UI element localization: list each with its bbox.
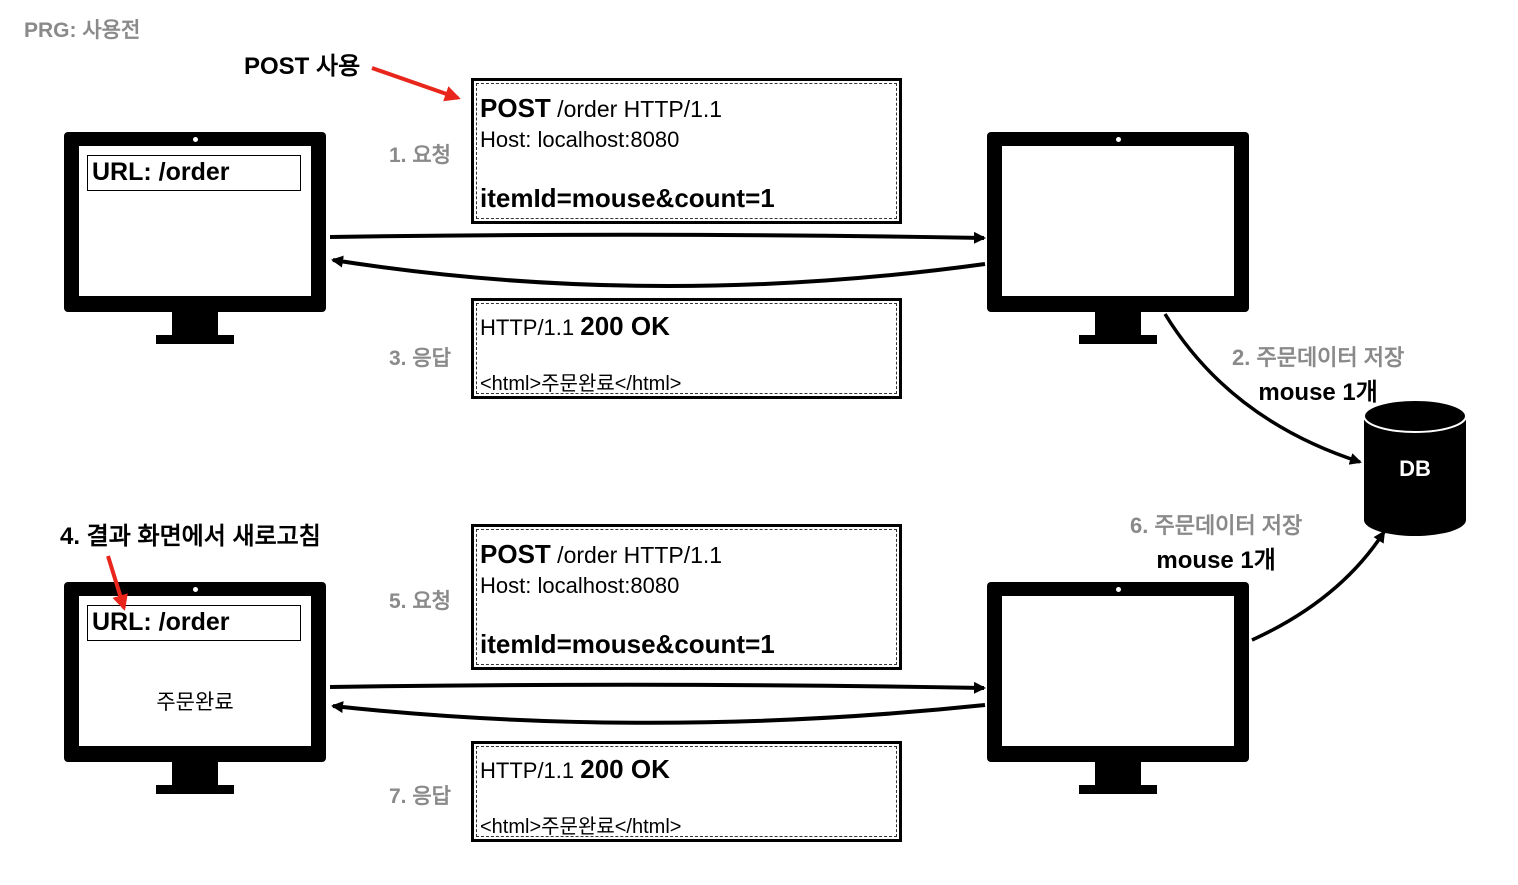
step-1-label: 1. 요청 — [389, 144, 451, 167]
host-header: Host: localhost:8080 — [480, 573, 680, 598]
monitor-bezel: URL: /order 주문완료 — [64, 582, 326, 762]
db-arrow-2 — [1251, 530, 1386, 642]
page-content: 주문완료 — [156, 691, 234, 714]
status-line: HTTP/1.1 200 OK — [480, 311, 670, 342]
request-line: POST /order HTTP/1.1 — [480, 93, 722, 124]
refresh-callout-arrow — [106, 555, 128, 611]
monitor-bezel — [987, 582, 1249, 762]
response-arrow-1 — [331, 255, 986, 289]
monitor-stand-foot — [156, 785, 234, 794]
camera-dot — [1116, 137, 1121, 142]
response-arrow-2 — [331, 701, 986, 725]
server-screen — [1002, 146, 1234, 296]
request-arrow-1 — [329, 231, 986, 244]
server-monitor-bottom — [987, 582, 1249, 794]
post-use-callout: POST 사용 — [244, 53, 361, 80]
db-arrow-1 — [1163, 313, 1362, 465]
http-method: POST — [480, 93, 551, 123]
camera-dot — [193, 587, 198, 592]
step-5-label: 5. 요청 — [389, 590, 451, 613]
response-message-2: HTTP/1.1 200 OK <html>주문완료</html> — [471, 741, 902, 842]
request-message-1: POST /order HTTP/1.1 Host: localhost:808… — [471, 78, 902, 224]
step-3-label: 3. 응답 — [389, 347, 451, 370]
status-line: HTTP/1.1 200 OK — [480, 754, 670, 785]
request-arrow-2 — [329, 681, 986, 694]
monitor-bezel: URL: /order — [64, 132, 326, 312]
status-code: 200 OK — [580, 311, 670, 341]
request-body: itemId=mouse&count=1 — [480, 629, 775, 659]
url-bar[interactable]: URL: /order — [87, 605, 301, 641]
server-screen — [1002, 596, 1234, 746]
http-method: POST — [480, 539, 551, 569]
camera-dot — [193, 137, 198, 142]
step-7-label: 7. 응답 — [389, 785, 451, 808]
browser-screen: URL: /order — [79, 146, 311, 296]
monitor-stand-foot — [1079, 785, 1157, 794]
request-body: itemId=mouse&count=1 — [480, 183, 775, 213]
monitor-stand-neck — [172, 312, 218, 336]
store-quantity: mouse 1개 — [1156, 547, 1276, 574]
client-monitor-bottom: URL: /order 주문완료 — [64, 582, 326, 794]
request-target: /order HTTP/1.1 — [550, 96, 723, 122]
http-version: HTTP/1.1 — [480, 758, 581, 783]
monitor-stand-neck — [1095, 762, 1141, 786]
monitor-stand-neck — [1095, 312, 1141, 336]
browser-screen: URL: /order 주문완료 — [79, 596, 311, 746]
monitor-stand-foot — [156, 335, 234, 344]
database: DB — [1364, 398, 1466, 536]
store-label-1: 2. 주문데이터 저장 mouse 1개 — [1232, 340, 1404, 407]
server-monitor-top — [987, 132, 1249, 344]
post-callout-arrow — [371, 66, 461, 102]
response-body: <html>주문완료</html> — [480, 816, 682, 838]
page-title: PRG: 사용전 — [24, 19, 141, 42]
host-header: Host: localhost:8080 — [480, 127, 680, 152]
store-step-text: 2. 주문데이터 저장 — [1232, 345, 1405, 370]
request-line: POST /order HTTP/1.1 — [480, 539, 722, 570]
store-label-2: 6. 주문데이터 저장 mouse 1개 — [1130, 508, 1302, 575]
url-bar[interactable]: URL: /order — [87, 155, 301, 191]
response-message-1: HTTP/1.1 200 OK <html>주문완료</html> — [471, 298, 902, 399]
store-step-text: 6. 주문데이터 저장 — [1130, 513, 1303, 538]
http-version: HTTP/1.1 — [480, 315, 581, 340]
client-monitor-top: URL: /order — [64, 132, 326, 344]
response-body: <html>주문완료</html> — [480, 373, 682, 395]
camera-dot — [1116, 587, 1121, 592]
request-message-2: POST /order HTTP/1.1 Host: localhost:808… — [471, 524, 902, 670]
monitor-stand-foot — [1079, 335, 1157, 344]
monitor-stand-neck — [172, 762, 218, 786]
status-code: 200 OK — [580, 754, 670, 784]
request-target: /order HTTP/1.1 — [550, 542, 723, 568]
db-label: DB — [1399, 456, 1431, 481]
monitor-bezel — [987, 132, 1249, 312]
refresh-callout: 4. 결과 화면에서 새로고침 — [60, 523, 321, 550]
database-cylinder — [1363, 399, 1467, 536]
store-quantity: mouse 1개 — [1258, 379, 1378, 406]
